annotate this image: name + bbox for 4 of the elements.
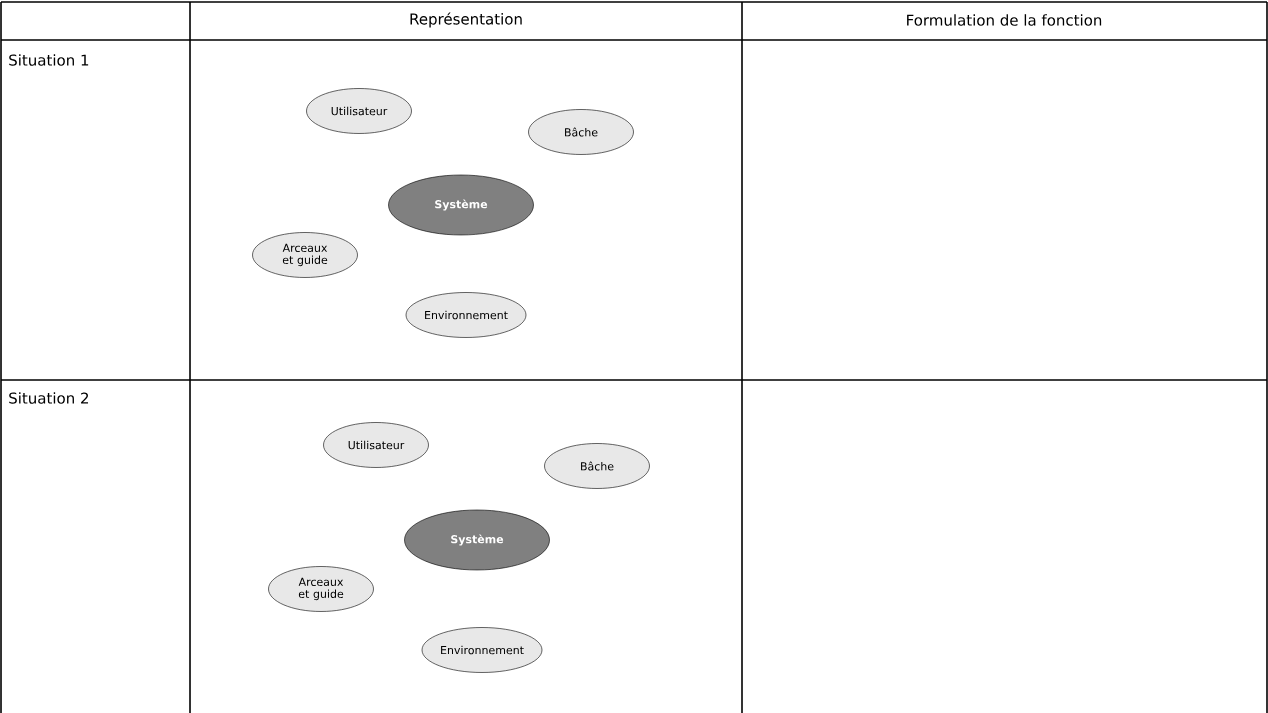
row-label: Situation 2 — [9, 392, 89, 404]
column-header: Représentation — [410, 12, 522, 28]
column-header: Formulation de la fonction — [907, 14, 1102, 26]
row-label: Situation 1 — [9, 54, 89, 66]
